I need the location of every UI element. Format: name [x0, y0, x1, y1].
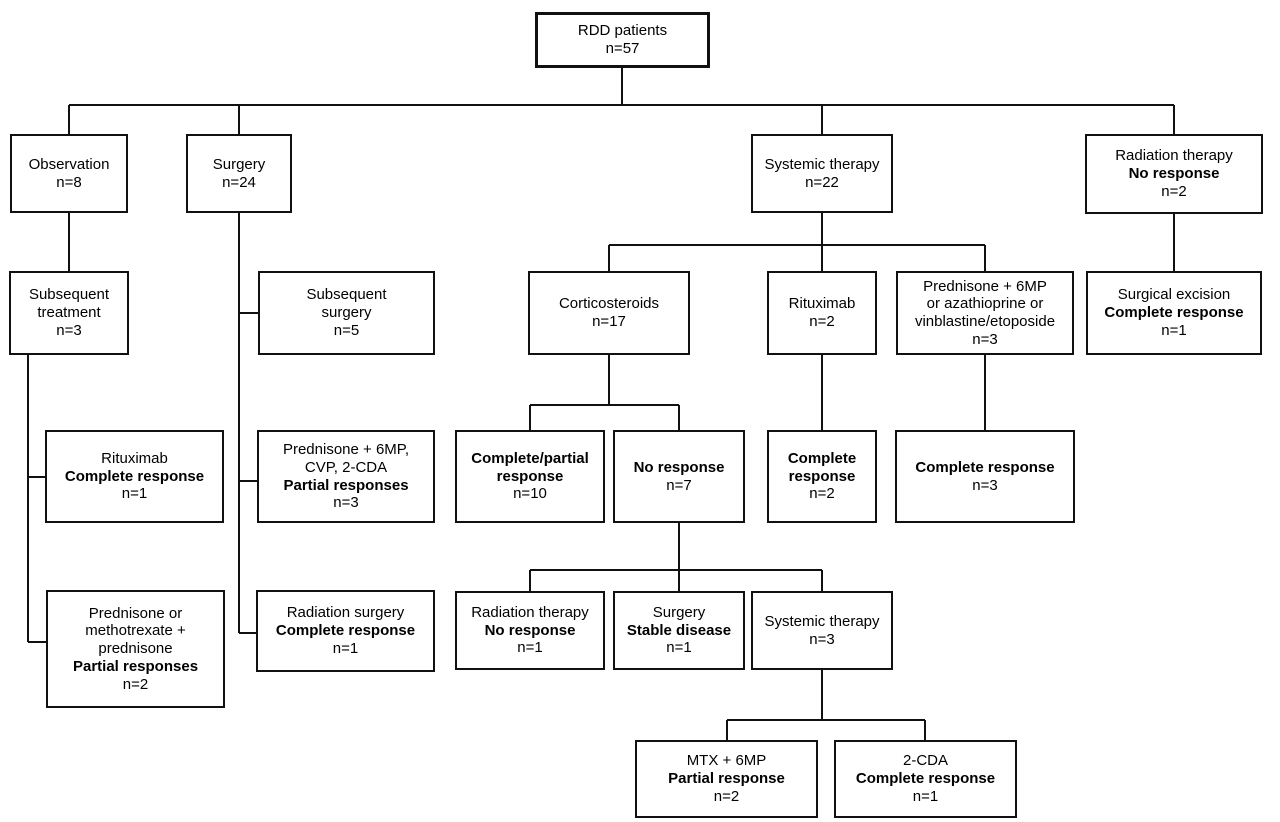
- count-line: n=10: [513, 485, 547, 503]
- response-line: Complete response: [915, 458, 1055, 476]
- response-line: Stable disease: [626, 621, 732, 639]
- node-complete-partial-response: Complete/partial response n=10: [455, 430, 605, 523]
- count-line: n=2: [809, 485, 835, 503]
- node-prednisone-azathioprine: Prednisone + 6MP or azathioprine or vinb…: [896, 271, 1074, 355]
- label-line: Surgery: [652, 603, 706, 621]
- node-no-response-7: No response n=7: [613, 430, 745, 523]
- label-line: Rituximab: [788, 295, 856, 313]
- node-surgery: Surgery n=24: [186, 134, 292, 213]
- count-line: n=24: [222, 173, 256, 191]
- count-line: n=1: [666, 639, 692, 657]
- label-line: Systemic therapy: [764, 612, 880, 630]
- response-line: Complete response: [275, 622, 416, 640]
- count-line: n=3: [333, 494, 359, 512]
- label-line: Radiation therapy: [471, 603, 589, 621]
- node-subsequent-treatment: Subsequent treatment n=3: [9, 271, 129, 355]
- corticosteroids-split-rail: [529, 355, 680, 430]
- node-radiation-surgery: Radiation surgery Complete response n=1: [256, 590, 435, 672]
- no-response-split-rail: [529, 523, 823, 591]
- count-line: n=3: [972, 330, 998, 348]
- count-line: n=1: [121, 485, 148, 503]
- label-line: vinblastine/etoposide: [914, 313, 1056, 330]
- label-line: Corticosteroids: [558, 295, 660, 313]
- response-line: No response: [1128, 165, 1220, 183]
- count-line: n=1: [1161, 321, 1187, 339]
- label-line: surgery: [321, 304, 372, 322]
- systemic3-split-rail: [726, 670, 926, 740]
- label-line: Subsequent: [306, 286, 387, 304]
- count-line: n=2: [1161, 182, 1187, 200]
- surgery-spine: [238, 213, 258, 634]
- count-line: n=2: [122, 675, 149, 693]
- count-line: n=1: [517, 639, 543, 657]
- count-line: n=22: [805, 173, 839, 191]
- label-line: RDD patients: [577, 22, 668, 40]
- node-observation: Observation n=8: [10, 134, 128, 213]
- count-line: n=57: [605, 40, 640, 57]
- node-complete-response-3: Complete response n=3: [895, 430, 1075, 523]
- label-line: Subsequent: [28, 286, 110, 304]
- label-line: Prednisone or: [88, 604, 183, 622]
- node-prednisone-methotrexate: Prednisone or methotrexate + prednisone …: [46, 590, 225, 708]
- node-surgical-excision: Surgical excision Complete response n=1: [1086, 271, 1262, 355]
- top-branch-rail: [68, 68, 1175, 134]
- node-systemic-therapy-3: Systemic therapy n=3: [751, 591, 893, 670]
- label-line: 2-CDA: [902, 752, 948, 770]
- label-line: methotrexate +: [85, 622, 186, 640]
- label-line: Observation: [28, 155, 110, 173]
- response-line: Partial responses: [283, 476, 409, 494]
- node-surgery-stable-disease: Surgery Stable disease n=1: [613, 591, 745, 670]
- label-line: Surgical excision: [1117, 286, 1231, 304]
- label-line: prednisone: [98, 640, 173, 658]
- response-line: response: [788, 467, 856, 485]
- node-systemic-therapy-22: Systemic therapy n=22: [751, 134, 893, 213]
- count-line: n=5: [333, 321, 360, 339]
- node-mtx-6mp: MTX + 6MP Partial response n=2: [635, 740, 818, 818]
- count-line: n=2: [713, 787, 740, 805]
- node-2cda: 2-CDA Complete response n=1: [834, 740, 1017, 818]
- count-line: n=8: [56, 173, 82, 191]
- response-line: Partial responses: [72, 657, 199, 675]
- label-line: Systemic therapy: [764, 155, 880, 173]
- subsequent-treatment-spine: [27, 355, 46, 643]
- label-line: Prednisone + 6MP,: [282, 441, 410, 459]
- label-line: MTX + 6MP: [686, 752, 767, 770]
- count-line: n=3: [972, 476, 998, 494]
- count-line: n=17: [592, 313, 626, 330]
- node-subsequent-surgery: Subsequent surgery n=5: [258, 271, 435, 355]
- response-line: Partial response: [668, 770, 785, 788]
- label-line: Radiation surgery: [286, 604, 405, 622]
- response-line: Complete/partial: [471, 449, 589, 467]
- node-complete-response-2: Complete response n=2: [767, 430, 877, 523]
- label-line: Radiation therapy: [1115, 147, 1233, 165]
- label-line: Surgery: [212, 155, 266, 173]
- systemic-split-rail: [608, 213, 986, 271]
- count-line: n=2: [809, 313, 835, 330]
- node-radiation-therapy-no-response: Radiation therapy No response n=1: [455, 591, 605, 670]
- response-line: Complete response: [855, 770, 996, 788]
- response-line: Complete: [787, 449, 857, 467]
- label-line: Prednisone + 6MP: [923, 277, 1047, 295]
- label-line: treatment: [37, 304, 101, 322]
- node-corticosteroids: Corticosteroids n=17: [528, 271, 690, 355]
- count-line: n=1: [912, 787, 939, 805]
- label-line: or azathioprine or: [926, 295, 1044, 313]
- count-line: n=7: [666, 476, 692, 494]
- response-line: Complete response: [64, 467, 205, 485]
- label-line: Rituximab: [101, 449, 168, 467]
- node-radiation-therapy-2: Radiation therapy No response n=2: [1085, 134, 1263, 214]
- node-prednisone-cvp-2cda: Prednisone + 6MP, CVP, 2-CDA Partial res…: [257, 430, 435, 523]
- response-line: No response: [633, 458, 725, 476]
- node-rituximab-complete-response: Rituximab Complete response n=1: [45, 430, 224, 523]
- label-line: CVP, 2-CDA: [304, 458, 388, 476]
- node-rituximab-2: Rituximab n=2: [767, 271, 877, 355]
- count-line: n=1: [332, 639, 359, 657]
- count-line: n=3: [56, 321, 82, 339]
- response-line: response: [496, 467, 564, 485]
- response-line: No response: [484, 621, 576, 639]
- node-rdd-patients: RDD patients n=57: [535, 12, 710, 68]
- count-line: n=3: [809, 630, 835, 648]
- response-line: Complete response: [1104, 304, 1244, 322]
